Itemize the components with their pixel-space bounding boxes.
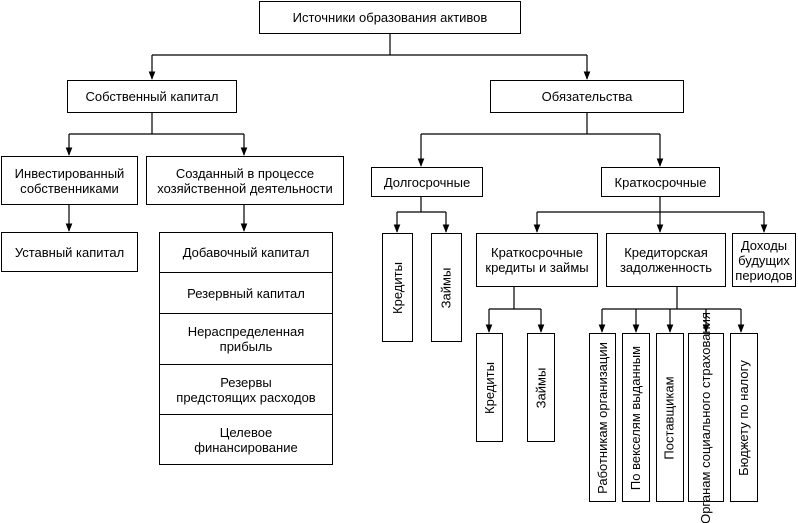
node-short-term: Краткосрочные <box>601 167 720 197</box>
node-pay-budget-label: Бюджету по налогу <box>736 359 751 476</box>
node-short-term-label: Краткосрочные <box>614 174 707 190</box>
node-own-capital: Собственный капитал <box>67 80 237 113</box>
node-reserve-capital-label: Резервный капитал <box>187 285 305 301</box>
node-invested-label: Инвестированный собственниками <box>14 165 125 196</box>
node-deferred-income: Доходы будущих периодов <box>732 233 796 287</box>
node-pay-suppliers: Поставщикам <box>656 333 684 502</box>
node-st-loans-label: Займы <box>533 367 548 408</box>
node-own-capital-label: Собственный капитал <box>85 89 219 104</box>
node-liabilities-label: Обязательства <box>541 89 633 104</box>
node-st-credits-label: Кредиты <box>481 361 497 414</box>
node-created-label: Созданный в процессе хозяйственной деяте… <box>157 165 333 196</box>
node-root: Источники образования активов <box>259 1 521 34</box>
node-liabilities: Обязательства <box>490 80 684 113</box>
node-short-term-loans: Краткосрочные кредиты и займы <box>476 233 598 287</box>
node-authorized-capital-label: Уставный капитал <box>14 244 125 260</box>
node-lt-credits-label: Кредиты <box>389 261 405 314</box>
node-retained-earnings-label: Нераспределенная прибыль <box>187 324 305 354</box>
node-long-term: Долгосрочные <box>371 167 483 197</box>
node-pay-suppliers-label: Поставщикам <box>662 375 677 460</box>
node-reserve-capital: Резервный капитал <box>159 272 333 314</box>
node-payables: Кредиторская задолженность <box>606 233 726 287</box>
node-reserves-expenses: Резервы предстоящих расходов <box>159 364 333 415</box>
node-long-term-label: Долгосрочные <box>383 174 471 190</box>
node-lt-loans-label: Займы <box>438 267 454 308</box>
node-lt-credits: Кредиты <box>382 233 413 342</box>
node-created: Созданный в процессе хозяйственной деяте… <box>146 156 344 205</box>
connector-lines <box>65 34 768 333</box>
node-root-label: Источники образования активов <box>292 10 488 25</box>
node-pay-employees: Работникам организации <box>589 333 616 502</box>
node-pay-employees-label: Работникам организации <box>594 341 610 494</box>
node-pay-social: Органам социального страхования <box>688 312 724 523</box>
node-st-credits: Кредиты <box>476 333 503 442</box>
node-invested: Инвестированный собственниками <box>1 156 138 205</box>
node-target-financing: Целевое финансирование <box>159 414 333 465</box>
node-short-term-loans-label: Краткосрочные кредиты и займы <box>485 245 589 275</box>
node-pay-bills: По векселям выданным <box>622 333 650 502</box>
node-pay-bills-label: По векселям выданным <box>628 345 643 490</box>
node-retained-earnings: Нераспределенная прибыль <box>159 313 333 365</box>
node-authorized-capital: Уставный капитал <box>1 232 138 272</box>
node-st-loans: Займы <box>527 333 555 442</box>
node-payables-label: Кредиторская задолженность <box>619 245 713 275</box>
node-pay-social-label: Органам социального страхования <box>698 311 713 523</box>
node-deferred-income-label: Доходы будущих периодов <box>735 237 793 283</box>
node-reserves-expenses-label: Резервы предстоящих расходов <box>176 374 316 405</box>
node-pay-budget: Бюджету по налогу <box>730 333 758 502</box>
node-lt-loans: Займы <box>431 233 462 342</box>
node-additional-capital-label: Добавочный капитал <box>182 245 310 260</box>
node-target-financing-label: Целевое финансирование <box>194 424 298 455</box>
node-additional-capital: Добавочный капитал <box>159 232 333 273</box>
